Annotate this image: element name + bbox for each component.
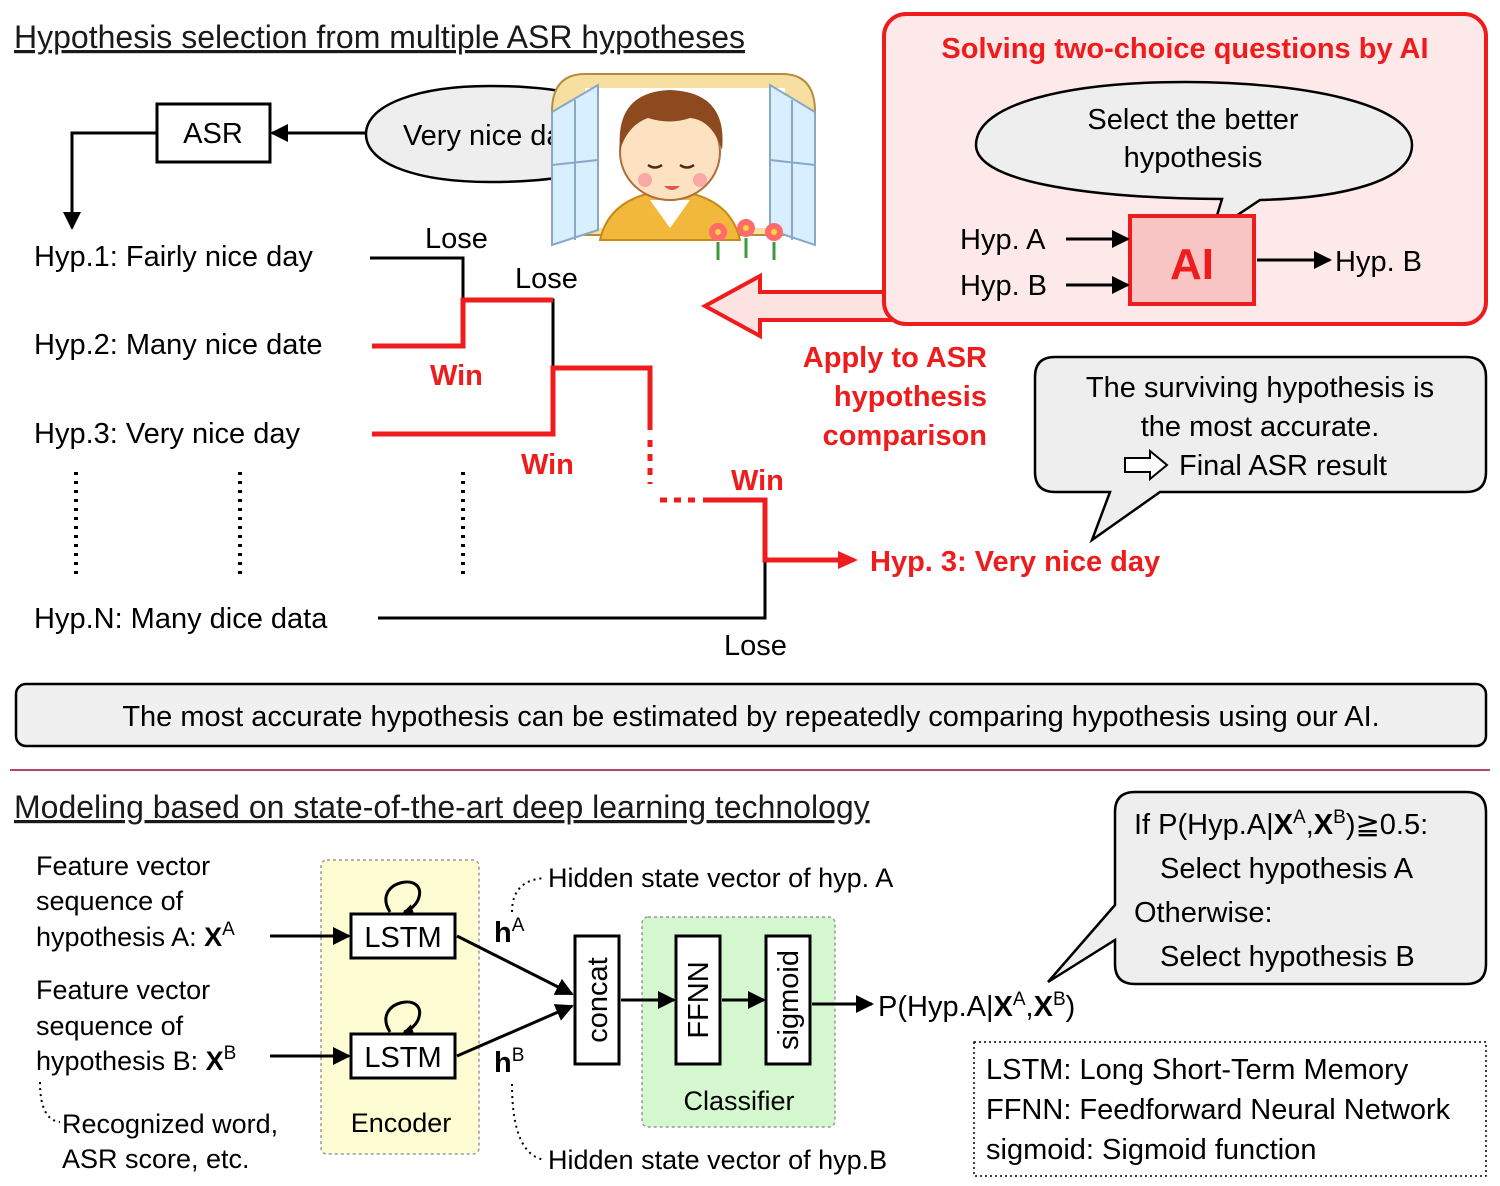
surviving-note-line2: the most accurate.: [1141, 411, 1380, 443]
feature-b-line1: Feature vector: [36, 975, 210, 1005]
hb-label: hB: [494, 1045, 524, 1079]
feature-a-line3: hypothesis A: XA: [36, 919, 235, 952]
ha-label: hA: [494, 915, 525, 949]
lstm-a-label: LSTM: [364, 922, 441, 954]
lstm-b-loop: [384, 1000, 422, 1034]
sigmoid-label: sigmoid: [773, 950, 805, 1050]
rule-line3: Otherwise:: [1134, 897, 1273, 929]
asr-to-hyp-arrow: [63, 131, 157, 230]
hidden-a-label: Hidden state vector of hyp. A: [548, 863, 893, 893]
apply-label-line2: hypothesis: [834, 381, 987, 413]
recognized-line1: Recognized word,: [62, 1109, 278, 1139]
lstm-b-to-concat-arrow: [456, 1004, 574, 1058]
summary-text: The most accurate hypothesis can be esti…: [122, 701, 1379, 733]
legend-box: [973, 1041, 1487, 1177]
recognized-connector: [39, 1081, 61, 1123]
ai-input-a: Hyp. A: [960, 224, 1046, 256]
hyp-2-label: Hyp.2: Many nice date: [34, 329, 323, 361]
feature-a-line1: Feature vector: [36, 851, 210, 881]
bracket-hyp2-win-line: [372, 297, 553, 349]
asr-label: ASR: [183, 118, 243, 150]
ai-panel-bubble: [974, 80, 1414, 235]
speech-bubble-text: Very nice day: [403, 120, 578, 152]
bracket-hypn-line: [378, 560, 767, 620]
surviving-note-bubble: [1033, 355, 1488, 544]
ai-panel-title: Solving two-choice questions by AI: [941, 33, 1428, 65]
surviving-note-line3: Final ASR result: [1179, 450, 1387, 482]
hyp-n-label: Hyp.N: Many dice data: [34, 603, 328, 635]
lstm-b-label: LSTM: [364, 1042, 441, 1074]
ai-panel-bubble-line1: Select the better: [1087, 104, 1299, 136]
feature-a-line2: sequence of: [36, 886, 184, 916]
win-label-2: Win: [521, 449, 574, 481]
hollow-arrow-icon: [1124, 448, 1169, 482]
rule-line2: Select hypothesis A: [1160, 853, 1414, 885]
lstm-a-loop: [384, 880, 422, 914]
final-result-label: Hyp. 3: Very nice day: [870, 546, 1160, 578]
top-title: Hypothesis selection from multiple ASR h…: [14, 19, 745, 55]
classifier-label: Classifier: [683, 1086, 794, 1116]
concat-label: concat: [582, 957, 614, 1042]
bracket-final-win-line: [703, 497, 840, 563]
person-in-window-illustration: [551, 73, 816, 260]
lstm-a-box: [349, 912, 457, 960]
lose-label-3: Lose: [724, 630, 787, 662]
win-label-3: Win: [731, 465, 784, 497]
sigmoid-box: [764, 934, 812, 1066]
ai-box: [1128, 214, 1256, 306]
hyp-3-label: Hyp.3: Very nice day: [34, 418, 300, 450]
legend-line2: FFNN: Feedforward Neural Network: [986, 1094, 1451, 1126]
feature-b-line3: hypothesis B: XB: [36, 1043, 236, 1076]
lstm-a-to-concat-arrow: [456, 934, 574, 996]
ai-box-label: AI: [1170, 240, 1214, 289]
lose-label-1: Lose: [425, 223, 488, 255]
hidden-b-label: Hidden state vector of hyp.B: [548, 1145, 887, 1175]
legend-line3: sigmoid: Sigmoid function: [986, 1134, 1316, 1166]
output-probability: P(Hyp.A|XA,XB): [878, 989, 1075, 1023]
surviving-note-line1: The surviving hypothesis is: [1086, 372, 1434, 404]
hyp-1-label: Hyp.1: Fairly nice day: [34, 241, 313, 273]
legend-line1: LSTM: Long Short-Term Memory: [986, 1054, 1409, 1086]
lose-label-2: Lose: [515, 263, 578, 295]
rule-line1: If P(Hyp.A|XA,XB)≧0.5:: [1134, 807, 1428, 841]
bottom-title: Modeling based on state-of-the-art deep …: [14, 789, 870, 825]
summary-box: [14, 682, 1488, 748]
feature-b-line2: sequence of: [36, 1011, 184, 1041]
ffnn-label: FFNN: [683, 961, 715, 1038]
ffnn-box: [674, 934, 722, 1066]
apply-label-line3: comparison: [823, 420, 987, 452]
rule-line4: Select hypothesis B: [1160, 941, 1415, 973]
bracket-round2-lose-line: [463, 298, 555, 368]
bracket-hyp1-line: [370, 256, 465, 300]
rule-bubble: [1047, 790, 1488, 986]
ai-panel-bubble-line2: hypothesis: [1124, 142, 1263, 174]
lstm-b-box: [349, 1032, 457, 1080]
hidden-b-connector: [511, 1083, 546, 1161]
concat-box: [573, 934, 621, 1066]
ai-output-label: Hyp. B: [1335, 246, 1422, 278]
recognized-line2: ASR score, etc.: [62, 1144, 250, 1174]
bracket-hyp3-win-line: [372, 365, 653, 437]
final-arrow-head: [838, 551, 858, 569]
hidden-a-connector: [511, 877, 546, 913]
apply-label-line1: Apply to ASR: [803, 342, 987, 374]
encoder-label: Encoder: [351, 1108, 452, 1138]
win-label-1: Win: [430, 360, 483, 392]
ai-input-b: Hyp. B: [960, 270, 1047, 302]
